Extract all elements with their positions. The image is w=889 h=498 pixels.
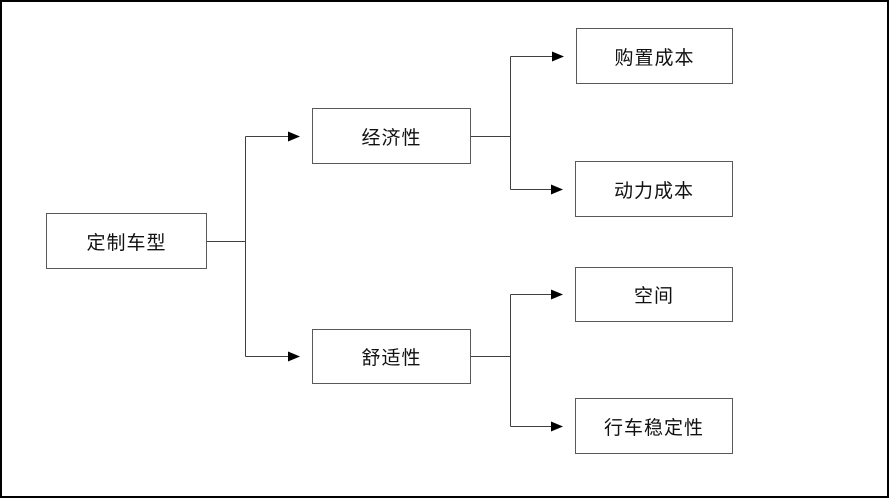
node-economy: 经济性 (312, 108, 471, 164)
node-space-label: 空间 (633, 285, 674, 307)
node-comfort: 舒适性 (312, 329, 471, 384)
node-purchase-cost: 购置成本 (576, 28, 733, 84)
node-power-cost: 动力成本 (575, 161, 733, 217)
node-driving-stability: 行车稳定性 (575, 398, 733, 454)
node-space: 空间 (575, 267, 733, 322)
node-root-label: 定制车型 (86, 231, 167, 254)
node-driving-stability-label: 行车稳定性 (603, 416, 704, 439)
node-power-cost-label: 动力成本 (613, 179, 694, 202)
node-purchase-cost-label: 购置成本 (614, 46, 695, 69)
node-root: 定制车型 (46, 213, 207, 269)
node-comfort-label: 舒适性 (361, 347, 422, 369)
node-economy-label: 经济性 (361, 126, 422, 149)
